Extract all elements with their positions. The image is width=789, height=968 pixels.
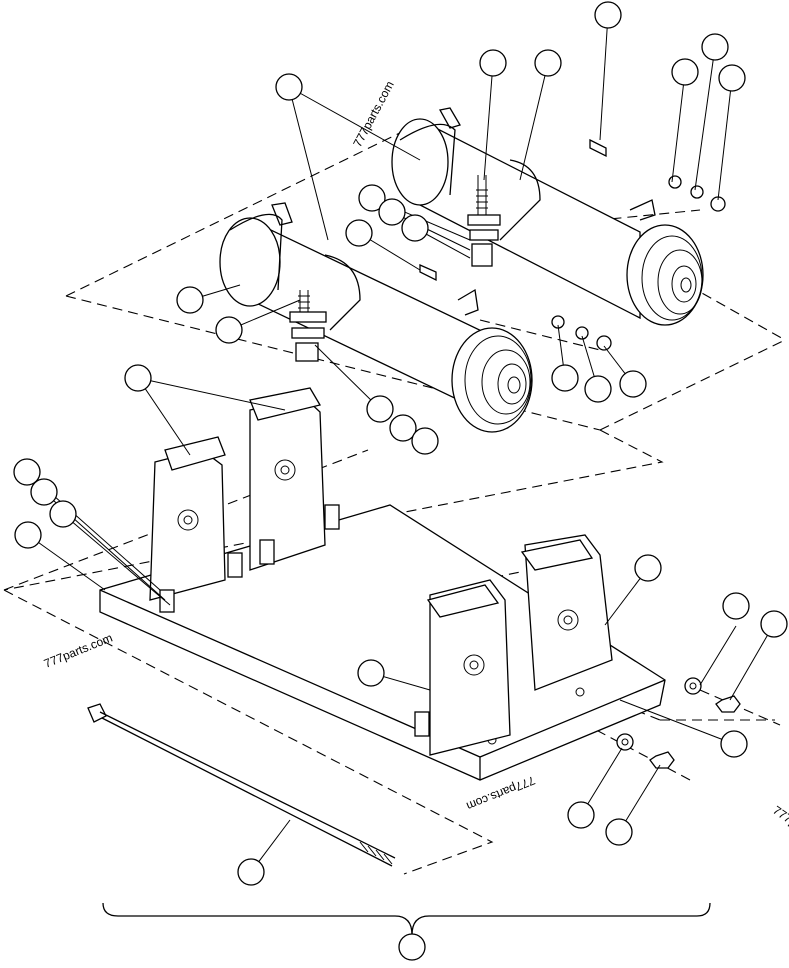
callout-circle [634,554,662,582]
callout-circle [411,427,439,455]
watermark-top: 777parts.com [350,79,396,150]
callout-circle [567,801,595,829]
assembly-brace [102,902,711,936]
callout-circle [124,364,152,392]
callout-circle [551,364,579,392]
callout-circle [760,610,788,638]
callout-circle [594,1,622,29]
callout-circle [215,316,243,344]
callout-circle [534,49,562,77]
callout-circle [401,214,429,242]
cylinder-fasteners [419,138,726,351]
watermark-left: 777parts.com [42,631,115,671]
callout-circle [605,818,633,846]
long-bolt [87,703,396,867]
callout-circle [237,858,265,886]
callout-circle [584,375,612,403]
callout-circle [357,659,385,687]
callout-circle [275,73,303,101]
callout-circle [722,592,750,620]
watermark-bottom: 777parts.com [464,773,537,813]
bracket-fasteners [616,677,741,769]
callout-circle [366,395,394,423]
watermark-right-edge: 777p [770,803,789,830]
callout-circle [398,933,426,961]
callout-circle [619,370,647,398]
callout-circle [378,198,406,226]
right-brackets [414,534,613,756]
callout-circle [30,478,58,506]
callout-circle [389,414,417,442]
callout-circle [49,500,77,528]
front-cylinder [219,202,533,433]
callout-circle [671,58,699,86]
callouts [13,1,788,961]
callout-circle [345,219,373,247]
callout-circle [176,286,204,314]
callout-circle [13,458,41,486]
callout-circle [718,64,746,92]
callout-circle [479,49,507,77]
callout-circle [701,33,729,61]
callout-circle [14,521,42,549]
callout-circle [358,184,386,212]
rear-cylinder [391,107,704,326]
callout-circle [720,730,748,758]
left-brackets [149,387,340,613]
